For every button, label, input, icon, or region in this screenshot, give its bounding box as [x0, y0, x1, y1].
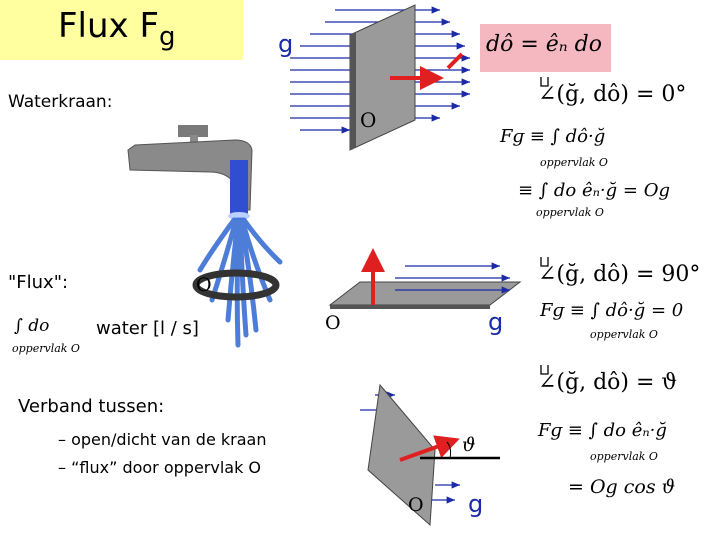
vector-accents [540, 77, 549, 375]
title-text: Flux F [58, 6, 160, 46]
normal-segment-top [446, 52, 464, 70]
angle-arc [446, 441, 452, 459]
plate-middle-edge [330, 305, 490, 309]
plate-bottom [367, 383, 436, 527]
formula-box [480, 24, 611, 72]
formula-fg-1: Fɡ ≡ ∫ dô·ğ [500, 126, 606, 147]
g-label-top: g [278, 30, 294, 58]
theta-label: ϑ [462, 434, 476, 456]
o-label-middle: O [325, 312, 341, 334]
flux-label: "Flux": [8, 272, 69, 293]
g-label-middle: g [488, 308, 504, 336]
g-label-bottom: g [468, 490, 484, 518]
o-label-bottom: O [408, 494, 424, 516]
water-stream [197, 217, 283, 348]
formula-fg-4: Fɡ ≡ ∫ do êₙ·ğ [538, 420, 667, 441]
surface-ring [192, 269, 280, 301]
formula-fg-2-sub: oppervlak O [536, 206, 604, 219]
normal-arrow-bottom [399, 435, 460, 462]
water-label: water [l / s] [96, 318, 199, 339]
formula-fg-4-sub: oppervlak O [590, 450, 658, 463]
verband-item-2: – “flux” door oppervlak O [58, 458, 262, 477]
title-box [0, 0, 243, 60]
plate-middle [328, 281, 522, 306]
formula-fg-2: ≡ ∫ do êₙ·ğ = Og [518, 180, 670, 201]
formula-angle-theta: ∠(ğ, dô) = ϑ [538, 370, 678, 395]
formula-fg-5: = Og cos ϑ [568, 476, 676, 498]
formula-fg-3-sub: oppervlak O [590, 328, 658, 341]
o-label-top: O [360, 108, 377, 132]
formula-angle-0: ∠(ğ, dô) = 0° [538, 82, 687, 107]
formula-fg-1-sub: oppervlak O [540, 156, 608, 169]
title-subscript: g [159, 21, 176, 52]
formula-pink: dô = êₙ do [486, 32, 603, 57]
tap-icon [127, 125, 253, 220]
verband-heading: Verband tussen: [18, 396, 165, 417]
formula-fg-3: Fɡ ≡ ∫ dô·ğ = 0 [540, 300, 684, 321]
plate-top [349, 4, 416, 151]
formula-angle-90: ∠(ğ, dô) = 90° [538, 262, 701, 287]
verband-item-1: – open/dicht van de kraan [58, 430, 267, 449]
page-title: Flux Fg [58, 6, 176, 52]
field-lines-middle [395, 262, 510, 294]
integral-do: ∫ do [14, 316, 50, 336]
oppervlak-o-left: oppervlak O [12, 342, 80, 355]
waterkraan-label: Waterkraan: [8, 92, 113, 112]
o-label-ring: O [196, 274, 212, 296]
